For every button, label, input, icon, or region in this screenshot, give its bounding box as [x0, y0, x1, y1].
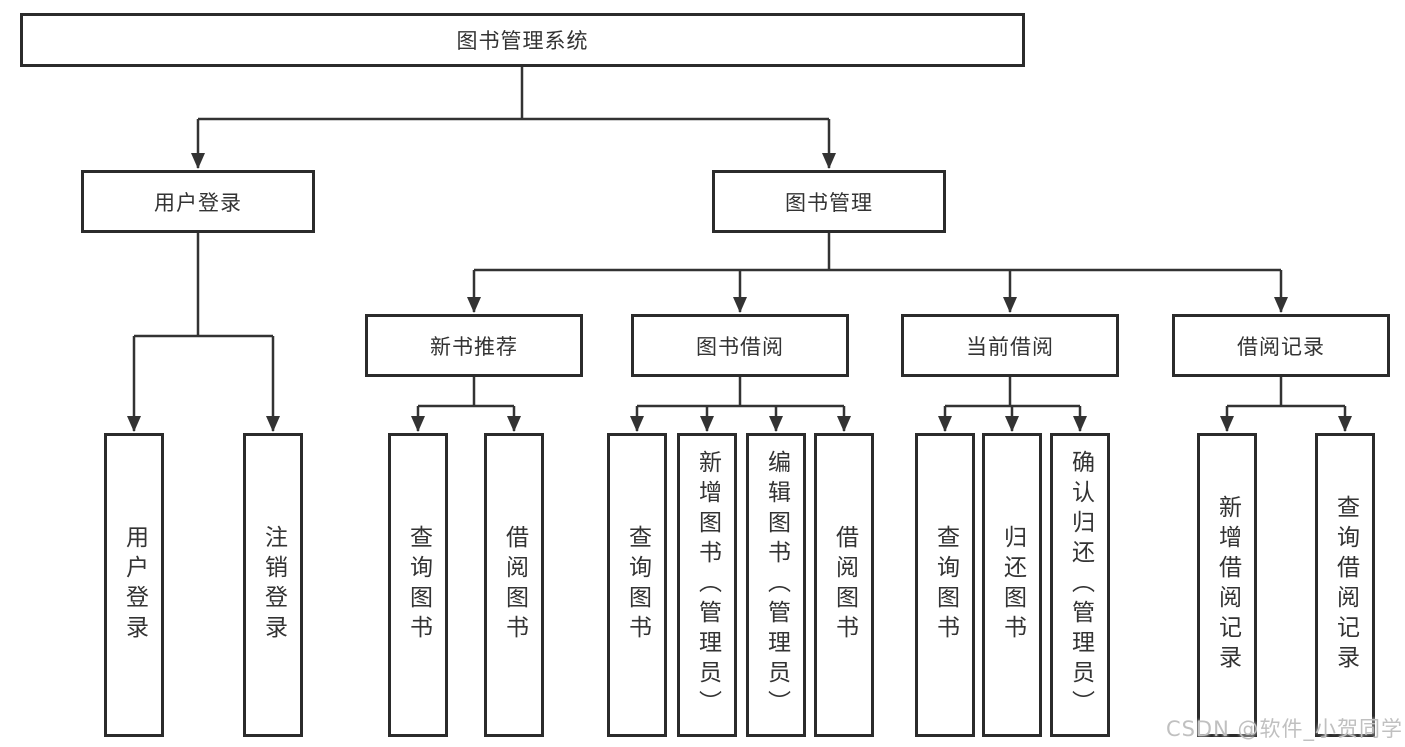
node-book-management: 图书管理 [712, 170, 946, 233]
csdn-watermark: CSDN @软件_小贺同学 [1165, 717, 1403, 741]
node-user-login-label: 用户登录 [154, 190, 242, 215]
leaf-return-books-label: 归还图书 [999, 525, 1026, 645]
leaf-add-borrow-record: 新增借阅记录 [1197, 433, 1257, 737]
leaf-confirm-return-admin-label: 确认归还（管理员） [1067, 450, 1094, 720]
leaf-query-borrow-record: 查询借阅记录 [1315, 433, 1375, 737]
leaf-user-login-label: 用户登录 [121, 525, 148, 645]
leaf-query-books: 查询图书 [388, 433, 448, 737]
leaf-borrow-books-2: 借阅图书 [814, 433, 874, 737]
leaf-add-borrow-record-label: 新增借阅记录 [1214, 495, 1241, 675]
leaf-query-books-3: 查询图书 [915, 433, 975, 737]
leaf-user-login: 用户登录 [104, 433, 164, 737]
node-book-borrowing-label: 图书借阅 [696, 334, 784, 359]
leaf-confirm-return-admin: 确认归还（管理员） [1050, 433, 1110, 737]
node-borrowing-records: 借阅记录 [1172, 314, 1390, 377]
node-new-book-recommend: 新书推荐 [365, 314, 583, 377]
leaf-logout: 注销登录 [243, 433, 303, 737]
node-book-management-label: 图书管理 [785, 190, 873, 215]
leaf-query-books-label: 查询图书 [405, 525, 432, 645]
node-current-borrowing-label: 当前借阅 [966, 334, 1054, 359]
node-new-book-recommend-label: 新书推荐 [430, 334, 518, 359]
leaf-return-books: 归还图书 [982, 433, 1042, 737]
leaf-add-book-admin-label: 新增图书（管理员） [694, 450, 721, 720]
leaf-add-book-admin: 新增图书（管理员） [677, 433, 737, 737]
leaf-borrow-books-2-label: 借阅图书 [831, 525, 858, 645]
node-borrowing-records-label: 借阅记录 [1237, 334, 1325, 359]
leaf-query-borrow-record-label: 查询借阅记录 [1332, 495, 1359, 675]
leaf-borrow-books: 借阅图书 [484, 433, 544, 737]
node-book-borrowing: 图书借阅 [631, 314, 849, 377]
leaf-edit-book-admin-label: 编辑图书（管理员） [763, 450, 790, 720]
node-root: 图书管理系统 [20, 13, 1025, 67]
leaf-borrow-books-label: 借阅图书 [501, 525, 528, 645]
leaf-edit-book-admin: 编辑图书（管理员） [746, 433, 806, 737]
leaf-query-books-2: 查询图书 [607, 433, 667, 737]
node-current-borrowing: 当前借阅 [901, 314, 1119, 377]
leaf-query-books-3-label: 查询图书 [932, 525, 959, 645]
leaf-logout-label: 注销登录 [260, 525, 287, 645]
leaf-query-books-2-label: 查询图书 [624, 525, 651, 645]
node-user-login: 用户登录 [81, 170, 315, 233]
node-root-label: 图书管理系统 [456, 29, 589, 53]
